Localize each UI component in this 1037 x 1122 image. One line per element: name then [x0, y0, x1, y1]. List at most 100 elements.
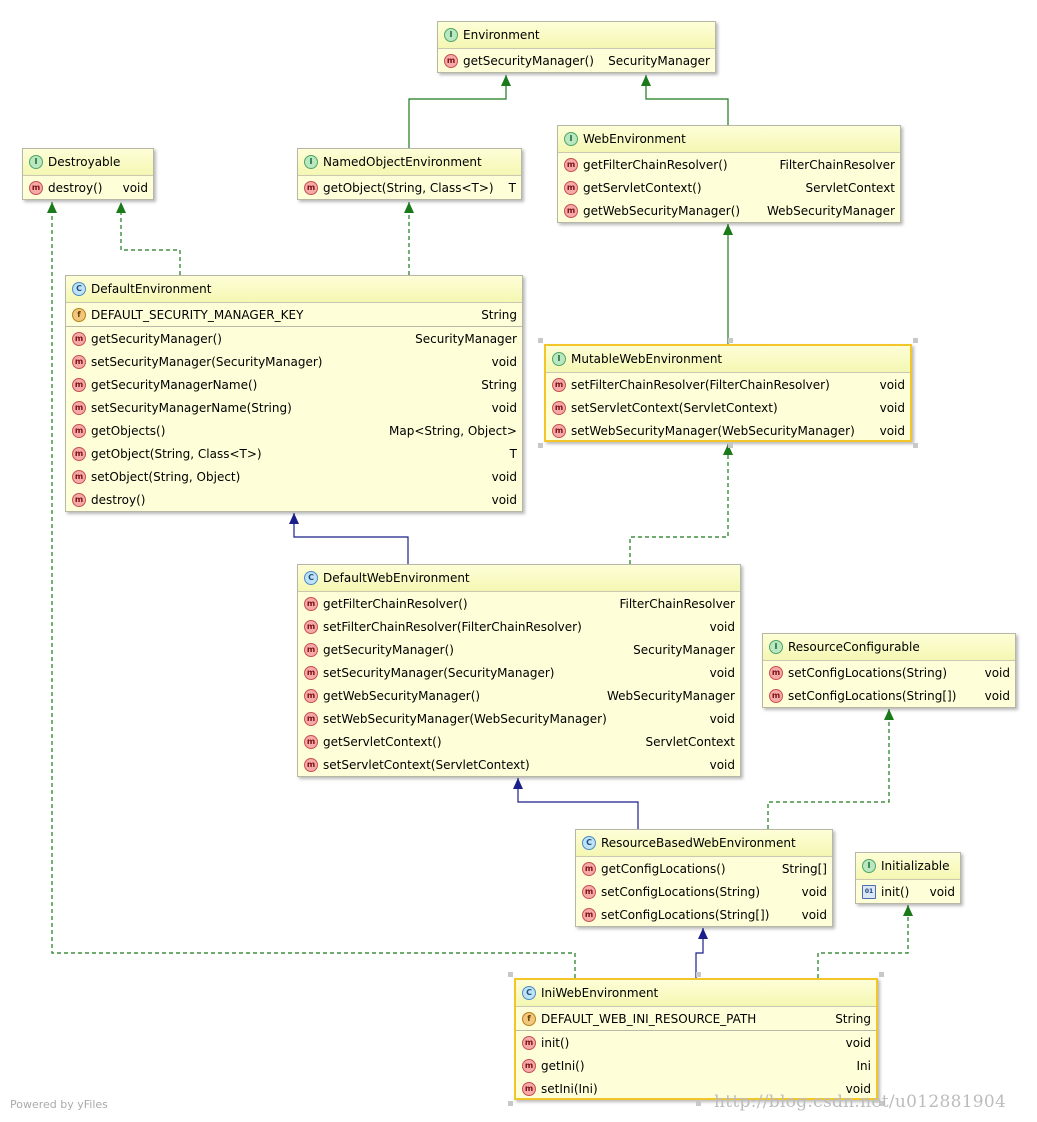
method-icon: m	[582, 884, 596, 899]
member-type: void	[984, 665, 1010, 680]
selection-handle[interactable]	[508, 972, 513, 977]
method-icon: m	[552, 377, 566, 392]
member-type: T	[509, 446, 517, 461]
node-header[interactable]: I Destroyable	[23, 149, 153, 176]
selection-handle[interactable]	[879, 972, 884, 977]
member-name: getServletContext()	[323, 734, 442, 749]
method-icon: m	[72, 354, 86, 369]
node-title: Destroyable	[48, 155, 121, 169]
interface-icon: I	[304, 155, 318, 169]
selection-handle[interactable]	[508, 1101, 513, 1106]
method-icon: m	[522, 1081, 536, 1096]
selection-handle[interactable]	[538, 443, 543, 448]
class-icon: C	[582, 836, 596, 850]
interface-icon: I	[862, 859, 876, 873]
edge-resource-based-web-environment-to-resource-configurable	[767, 709, 894, 829]
selection-handle[interactable]	[728, 338, 733, 343]
selection-handle[interactable]	[913, 443, 918, 448]
member-type: WebSecurityManager	[606, 688, 735, 703]
selection-handle[interactable]	[538, 338, 543, 343]
selection-handle[interactable]	[696, 1101, 701, 1106]
abstract-method-icon: 01	[862, 884, 876, 899]
arrowhead	[641, 75, 651, 86]
arrowhead	[513, 778, 523, 789]
member-type: void	[879, 400, 905, 415]
arrowhead	[404, 202, 414, 213]
interface-icon: I	[29, 155, 43, 169]
member-type: String	[835, 1011, 871, 1026]
member-name: getSecurityManager()	[463, 53, 594, 68]
member-type: void	[879, 423, 905, 438]
member-name: getIni()	[541, 1058, 585, 1073]
selection-handle[interactable]	[879, 1101, 884, 1106]
method-icon: m	[72, 469, 86, 484]
member-type: void	[709, 665, 735, 680]
member-type: T	[508, 180, 516, 195]
selection-handle[interactable]	[728, 443, 733, 448]
selection-handle[interactable]	[913, 338, 918, 343]
method-icon: m	[72, 400, 86, 415]
member-type: FilterChainResolver	[619, 596, 735, 611]
selection-handle[interactable]	[696, 972, 701, 977]
node-title: IniWebEnvironment	[541, 986, 659, 1000]
member-type: ServletContext	[645, 734, 735, 749]
